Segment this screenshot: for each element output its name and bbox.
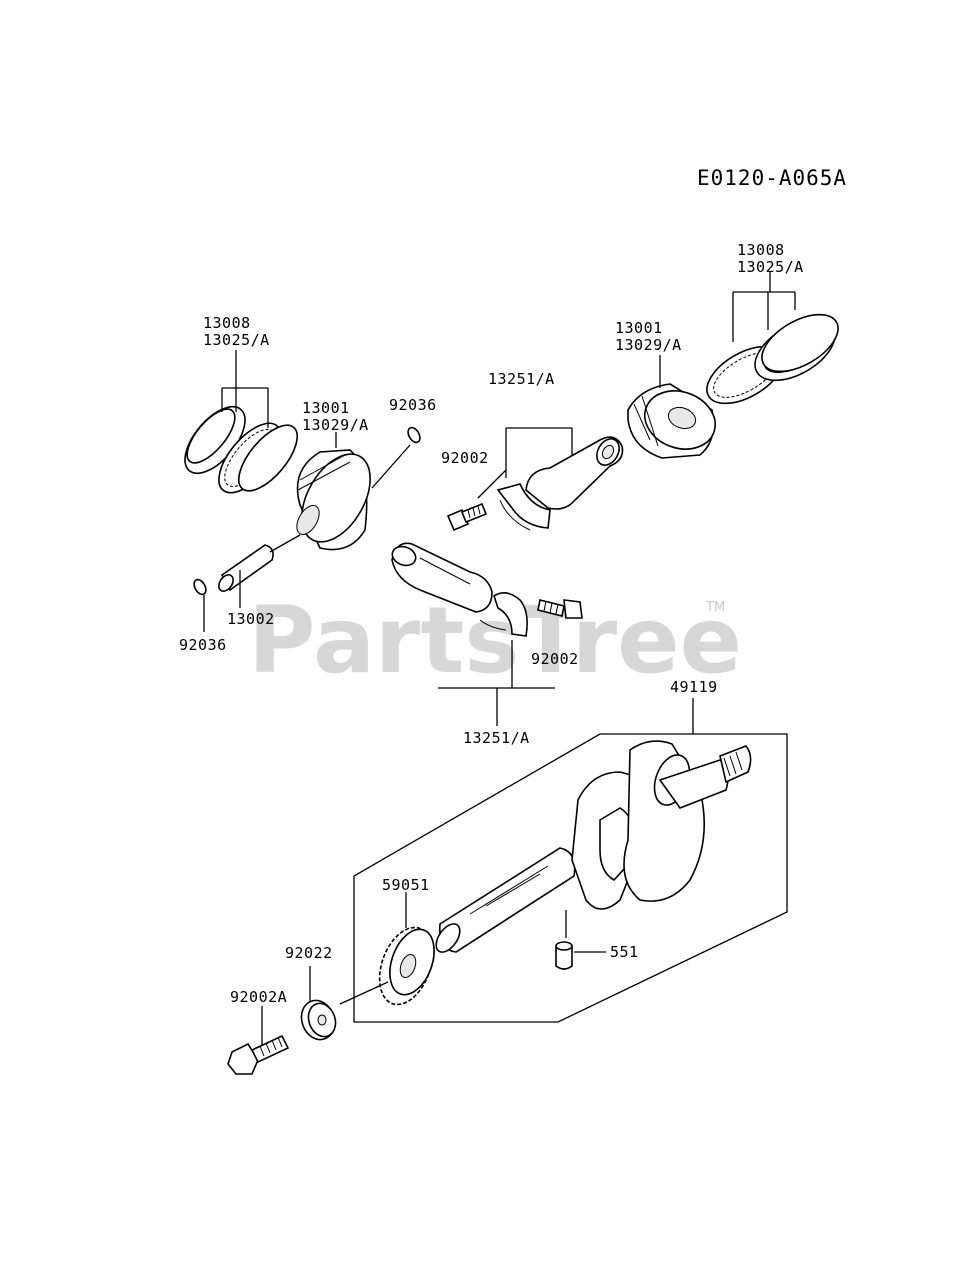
circlip-bottom[interactable] (192, 578, 209, 597)
crankshaft-gear[interactable] (370, 920, 443, 1012)
label-circlip-bottom: 92036 (179, 636, 227, 654)
label-crankshaft: 49119 (670, 678, 718, 696)
label-conrod-bottom: 13251/A (463, 729, 530, 747)
label-bolt-bottom: 92002 (531, 650, 579, 668)
piston-left[interactable] (288, 442, 384, 553)
circlip-top[interactable] (406, 426, 423, 445)
label-pin: 13002 (227, 610, 275, 628)
bolt-top[interactable] (446, 502, 488, 532)
bearing-cap-top[interactable] (496, 483, 551, 531)
label-piston-right-b: 13029/A (615, 336, 682, 354)
label-rings-right-b: 13025/A (737, 258, 804, 276)
diagram-code: E0120-A065A (697, 166, 847, 190)
label-piston-left-b: 13029/A (302, 416, 369, 434)
conrod-bottom[interactable] (390, 542, 493, 613)
key[interactable] (555, 941, 573, 970)
crankshaft[interactable] (431, 740, 752, 956)
crankshaft-bracket (353, 733, 788, 1023)
trademark-mark: TM (705, 600, 725, 615)
label-piston-left-a: 13001 (302, 399, 350, 417)
watermark: PartsTree (248, 587, 742, 694)
label-piston-right-a: 13001 (615, 319, 663, 337)
washer[interactable] (296, 996, 340, 1045)
conrod-top[interactable] (525, 435, 624, 510)
label-washer: 92022 (285, 944, 333, 962)
piston-rings-left[interactable] (174, 397, 308, 504)
label-rings-left-b: 13025/A (203, 331, 270, 349)
label-rings-right-a: 13008 (737, 241, 785, 259)
bolt-bottom[interactable] (537, 599, 583, 619)
label-conrod-top: 13251/A (488, 370, 555, 388)
label-key: 551 (610, 943, 639, 961)
bolt-crank[interactable] (227, 1034, 290, 1075)
piston-right[interactable] (627, 381, 723, 459)
label-circlip-top: 92036 (389, 396, 437, 414)
label-bolt-top: 92002 (441, 449, 489, 467)
label-gear: 59051 (382, 876, 430, 894)
label-rings-left-a: 13008 (203, 314, 251, 332)
label-bolt-crank: 92002A (230, 988, 287, 1006)
bearing-cap-bottom[interactable] (479, 592, 528, 637)
piston-rings-right[interactable] (698, 303, 848, 415)
